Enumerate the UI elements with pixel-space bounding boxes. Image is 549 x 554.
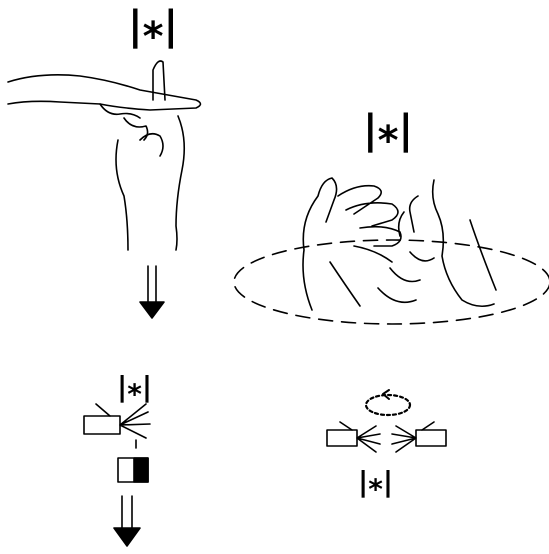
handshape-box [84,416,120,434]
left-hands-illustration [8,61,201,318]
left-handshape-box [327,430,357,446]
left-notation [84,404,150,546]
down-arrow-head [140,302,164,318]
flat-hand [8,75,201,110]
left-finger-lines [340,422,380,452]
movement-arrow-head [114,528,140,546]
circular-motion-ellipse [234,240,549,324]
right-handshape-box [416,430,446,446]
down-arrow-shaft [148,266,156,302]
left-hand [303,178,401,310]
marker-top-right: |⁎| [363,110,413,150]
marker-bottom-right: |⁎| [358,468,393,496]
right-notation [327,390,446,452]
right-finger-lines [392,422,434,452]
right-hand [378,180,496,306]
marker-bottom-left: |⁎| [117,373,152,401]
movement-arrow-shaft [122,496,132,528]
right-hands-illustration [234,178,549,324]
upright-hand [116,116,184,250]
finger-lines [96,404,150,448]
marker-top-left: |⁎| [128,6,178,46]
location-fill [134,458,148,482]
